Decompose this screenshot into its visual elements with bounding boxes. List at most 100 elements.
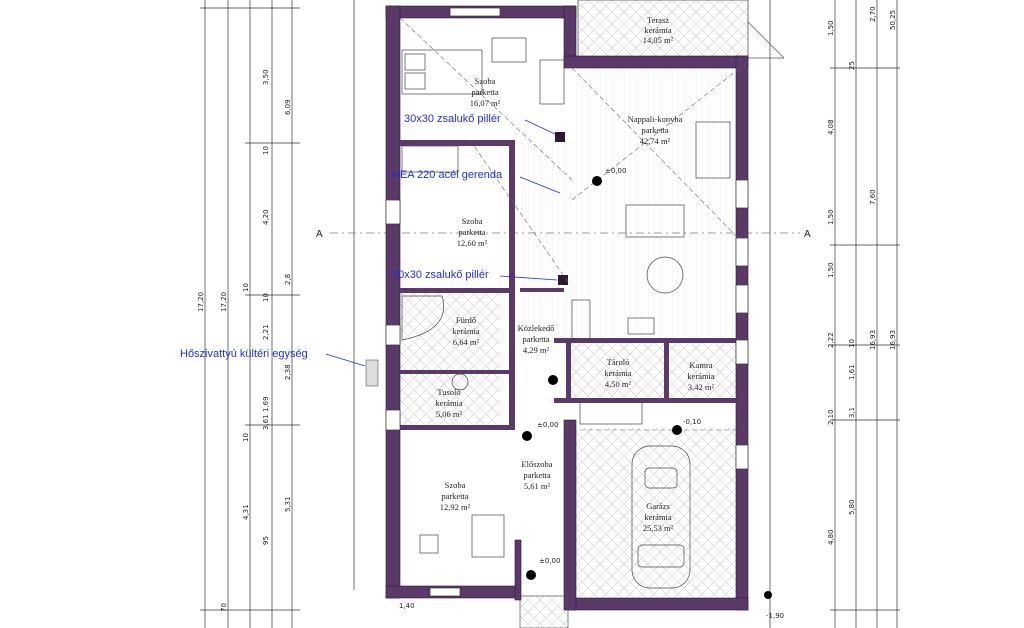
svg-text:10: 10 (848, 339, 856, 348)
level-label-2: -0,10 (683, 418, 701, 426)
svg-text:70: 70 (220, 603, 228, 612)
bed-2 (401, 145, 459, 173)
shower-floor (400, 372, 500, 427)
svg-text:parketta: parketta (523, 470, 551, 480)
heatpump-unit (365, 359, 379, 387)
svg-text:25,53 m²: 25,53 m² (643, 523, 674, 533)
svg-text:16,93: 16,93 (889, 330, 897, 350)
svg-text:42,74 m²: 42,74 m² (640, 136, 671, 146)
dims-left: 3,50 6,09 10 4,20 10 2,21 2,38 1,69 10 3… (197, 69, 415, 612)
svg-text:1,40: 1,40 (399, 602, 415, 610)
svg-text:parketta: parketta (458, 227, 486, 237)
svg-text:Nappali-konyha: Nappali-konyha (628, 114, 683, 124)
svg-text:Terasz: Terasz (647, 15, 669, 25)
svg-text:Előszoba: Előszoba (521, 459, 552, 469)
sofa-2 (625, 204, 685, 238)
svg-text:12,60 m²: 12,60 m² (457, 238, 488, 248)
hall-floor (515, 140, 572, 340)
svg-text:25: 25 (848, 61, 856, 70)
svg-text:2,10: 2,10 (827, 409, 835, 425)
svg-text:17,20: 17,20 (197, 292, 205, 312)
svg-text:10: 10 (242, 283, 250, 292)
level-label-3: ±0,00 (539, 557, 560, 565)
svg-text:parketta: parketta (471, 87, 499, 97)
bath-floor (400, 290, 500, 370)
storage-floor (570, 342, 665, 400)
sofa (695, 121, 731, 179)
svg-text:3,1: 3,1 (848, 407, 856, 418)
level-label-4: ±0,00 (605, 167, 626, 175)
svg-text:3,42 m²: 3,42 m² (688, 382, 715, 392)
svg-text:2,21: 2,21 (262, 324, 270, 340)
pantry-floor (668, 342, 740, 400)
svg-text:3,50: 3,50 (262, 69, 270, 85)
pillar-top (555, 132, 565, 142)
svg-text:kerámia: kerámia (687, 371, 715, 381)
svg-text:1,50: 1,50 (827, 20, 835, 36)
svg-text:kerámia: kerámia (435, 398, 463, 408)
svg-text:14,05 m²: 14,05 m² (643, 35, 674, 45)
svg-text:Garázs: Garázs (646, 501, 670, 511)
annotations: 30x30 zsalukő pillér HEA 220 acél gerend… (180, 113, 561, 367)
wardrobe-1 (539, 59, 565, 105)
svg-text:2,8: 2,8 (284, 274, 292, 285)
room-labels: Terasz kerámia 14,05 m² Szoba parketta 1… (435, 15, 715, 533)
svg-text:12,92 m²: 12,92 m² (440, 502, 471, 512)
dining-table (646, 256, 684, 294)
bathtub (401, 295, 444, 341)
svg-text:2,38: 2,38 (284, 364, 292, 380)
svg-text:2,70: 2,70 (869, 6, 877, 22)
svg-text:6,64 m²: 6,64 m² (453, 337, 480, 347)
svg-text:6,09: 6,09 (284, 99, 292, 115)
svg-text:4,80: 4,80 (827, 529, 835, 545)
svg-text:5,80: 5,80 (848, 499, 856, 515)
bed-1 (401, 49, 483, 95)
svg-text:10: 10 (262, 146, 270, 155)
level-label-5: -1,90 (766, 612, 784, 620)
desk-3 (471, 514, 505, 558)
svg-text:50,25: 50,25 (889, 10, 897, 30)
svg-text:16,93: 16,93 (869, 330, 877, 350)
stair (579, 401, 643, 425)
note-beam: HEA 220 acél gerenda (392, 169, 503, 181)
svg-text:kerámia: kerámia (452, 326, 480, 336)
svg-text:Szoba: Szoba (462, 216, 483, 226)
svg-text:Tároló: Tároló (607, 357, 630, 367)
garage-floor (575, 428, 740, 610)
svg-text:4,08: 4,08 (827, 119, 835, 135)
furniture (401, 37, 731, 589)
svg-text:4,31: 4,31 (242, 504, 250, 520)
svg-text:kerámia: kerámia (644, 512, 672, 522)
dimension-lines-left (200, 0, 355, 628)
pillar-mid (558, 275, 568, 285)
note-pillar-mid: 30x30 zsalukő pillér (392, 269, 489, 281)
svg-text:4,29 m²: 4,29 m² (523, 345, 550, 355)
level-markers (522, 176, 772, 599)
entry-steps (519, 595, 569, 628)
svg-text:parketta: parketta (441, 491, 469, 501)
svg-text:16,07 m²: 16,07 m² (470, 98, 501, 108)
svg-text:5,31: 5,31 (284, 496, 292, 512)
svg-text:4,20: 4,20 (262, 209, 270, 225)
terrace-area (577, 0, 749, 59)
living-kitchen-floor (572, 68, 740, 340)
svg-text:10: 10 (242, 433, 250, 442)
svg-text:kerámia: kerámia (604, 368, 632, 378)
dimension-lines-right (769, 0, 900, 628)
svg-text:1,69: 1,69 (262, 396, 270, 412)
svg-text:1,50: 1,50 (827, 262, 835, 278)
note-heatpump: Hőszivattyú kültéri egység (180, 348, 308, 360)
svg-text:parketta: parketta (522, 334, 550, 344)
dims-right: 1,50 2,70 50,25 4,08 7,60 1,50 1,50 2,22… (827, 6, 897, 545)
svg-text:3,61: 3,61 (262, 414, 270, 430)
section-label-left: A (316, 229, 323, 240)
windows (385, 7, 749, 597)
svg-text:parketta: parketta (641, 125, 669, 135)
svg-text:Szoba: Szoba (475, 76, 496, 86)
svg-text:4,50 m²: 4,50 m² (605, 379, 632, 389)
svg-text:7,60: 7,60 (869, 189, 877, 205)
svg-text:95: 95 (262, 536, 270, 545)
svg-text:Tusoló: Tusoló (437, 387, 460, 397)
svg-text:kerámia: kerámia (644, 25, 672, 35)
